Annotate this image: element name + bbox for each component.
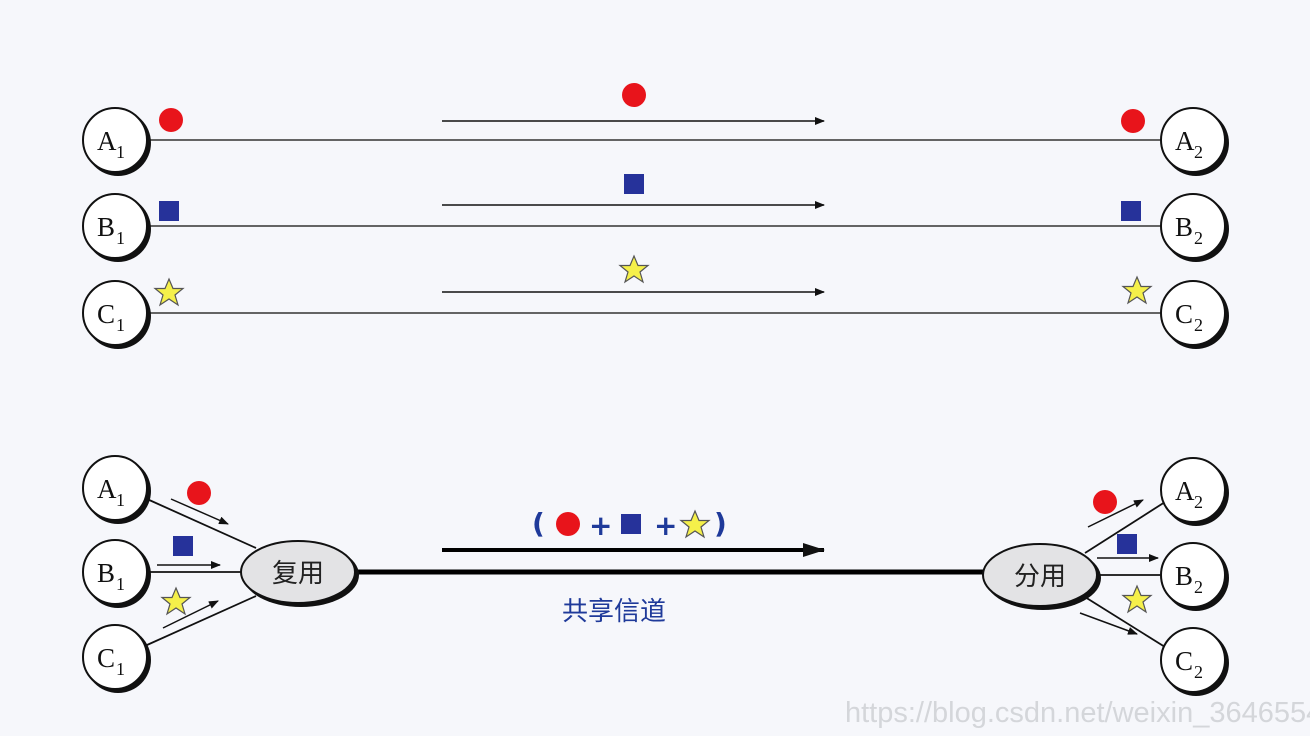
yellow-star-icon xyxy=(619,255,649,283)
svg-text:复用: 复用 xyxy=(272,559,324,589)
station-node: C 2 xyxy=(1160,627,1229,696)
station-node: B 1 xyxy=(82,539,151,608)
red-circle-icon xyxy=(187,481,211,505)
station-node: B 1 xyxy=(82,193,151,262)
station-letter: A xyxy=(97,126,117,156)
channel-label: 共享信道 xyxy=(562,597,666,627)
station-subscript: 1 xyxy=(116,574,125,594)
top-lines xyxy=(148,117,1162,314)
station-node: A 1 xyxy=(82,455,151,524)
svg-text:+: + xyxy=(589,509,612,542)
yellow-star-icon xyxy=(161,587,191,615)
yellow-star-icon xyxy=(680,510,710,538)
station-letter: A xyxy=(97,474,117,504)
blue-square-icon xyxy=(624,174,644,194)
station-subscript: 2 xyxy=(1194,315,1203,335)
blue-square-icon xyxy=(173,536,193,556)
station-subscript: 1 xyxy=(116,659,125,679)
combined-signal: ( + + ) xyxy=(532,507,727,542)
blue-square-icon xyxy=(159,201,179,221)
station-subscript: 2 xyxy=(1194,142,1203,162)
yellow-star-icon xyxy=(154,278,184,306)
station-letter: B xyxy=(1175,212,1193,242)
station-letter: C xyxy=(1175,299,1193,329)
blue-square-icon xyxy=(1121,201,1141,221)
station-node: A 2 xyxy=(1160,457,1229,526)
blue-square-icon xyxy=(1117,534,1137,554)
station-node: A 1 xyxy=(82,107,151,176)
station-subscript: 1 xyxy=(116,142,125,162)
station-letter: A xyxy=(1175,126,1195,156)
yellow-star-icon xyxy=(1122,276,1152,304)
station-subscript: 1 xyxy=(116,490,125,510)
station-node: B 2 xyxy=(1160,193,1229,262)
blue-square-icon xyxy=(621,514,641,534)
yellow-star-icon xyxy=(1122,585,1152,613)
top-symbols xyxy=(154,83,1152,306)
station-letter: B xyxy=(1175,561,1193,591)
station-subscript: 1 xyxy=(116,315,125,335)
red-circle-icon xyxy=(159,108,183,132)
station-letter: C xyxy=(1175,646,1193,676)
station-letter: C xyxy=(97,643,115,673)
svg-text:): ) xyxy=(714,507,727,540)
demux-node: 分用 xyxy=(982,543,1101,610)
station-subscript: 2 xyxy=(1194,492,1203,512)
station-subscript: 1 xyxy=(116,228,125,248)
station-node: C 1 xyxy=(82,624,151,693)
svg-text:+: + xyxy=(654,509,677,542)
bottom-symbols xyxy=(161,481,1152,615)
station-letter: B xyxy=(97,212,115,242)
station-letter: C xyxy=(97,299,115,329)
svg-text:(: ( xyxy=(532,507,545,540)
station-letter: A xyxy=(1175,476,1195,506)
red-circle-icon xyxy=(556,512,580,536)
red-circle-icon xyxy=(1121,109,1145,133)
station-node: C 1 xyxy=(82,280,151,349)
station-node: C 2 xyxy=(1160,280,1229,349)
station-node: B 2 xyxy=(1160,542,1229,611)
watermark: https://blog.csdn.net/weixin_36465540 xyxy=(845,697,1310,729)
bottom-lines xyxy=(146,498,1166,648)
svg-text:分用: 分用 xyxy=(1014,562,1066,592)
station-subscript: 2 xyxy=(1194,228,1203,248)
station-node: A 2 xyxy=(1160,107,1229,176)
red-circle-icon xyxy=(622,83,646,107)
station-letter: B xyxy=(97,558,115,588)
red-circle-icon xyxy=(1093,490,1117,514)
station-subscript: 2 xyxy=(1194,577,1203,597)
mux-node: 复用 xyxy=(240,540,359,607)
station-subscript: 2 xyxy=(1194,662,1203,682)
